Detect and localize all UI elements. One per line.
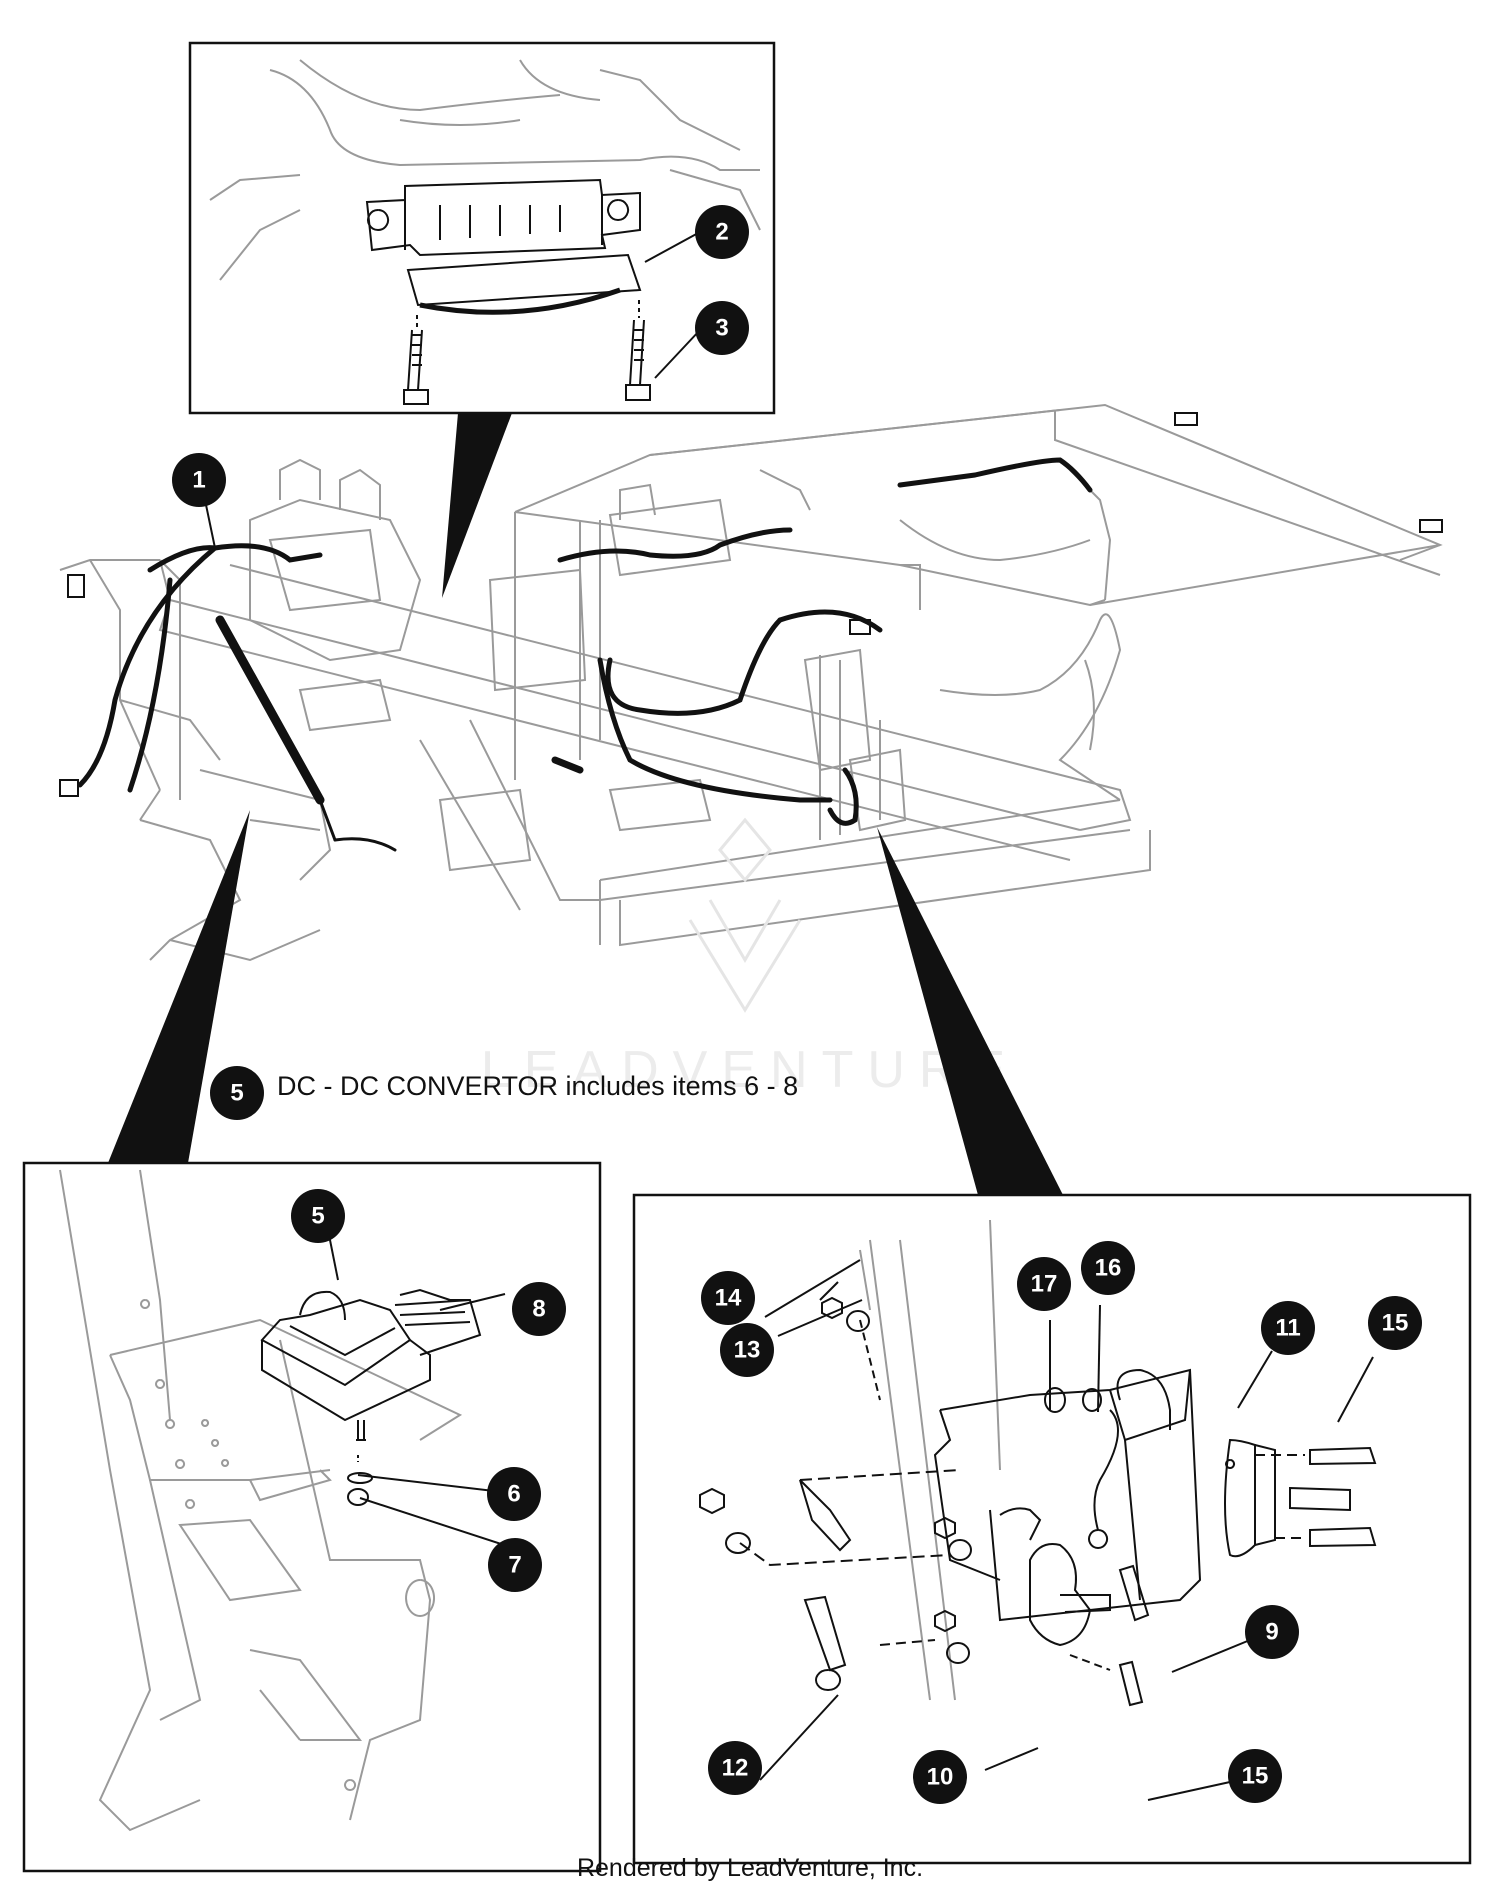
connector-left <box>67 574 85 598</box>
callout-1: 1 <box>192 467 205 494</box>
callout-5-note: 5 <box>230 1080 243 1107</box>
callout-10: 10 <box>927 1764 954 1791</box>
bottom-right-inset-art <box>859 1219 1001 1701</box>
callout-7: 7 <box>508 1552 521 1579</box>
callout-9: 9 <box>1265 1619 1278 1646</box>
callout-13-circle <box>720 1323 774 1377</box>
kit-note: DC - DC CONVERTOR includes items 6 - 8 <box>277 1071 799 1101</box>
callout-6: 6 <box>507 1481 520 1508</box>
callout-9-circle <box>1245 1605 1299 1659</box>
watermark-logo <box>688 817 802 1013</box>
callout-12-circle <box>708 1741 762 1795</box>
callout-17: 17 <box>1031 1271 1058 1298</box>
callout-15b-circle <box>1228 1749 1282 1803</box>
bottom-left-inset-art <box>59 1169 463 1832</box>
callout-3-circle <box>695 301 749 355</box>
callout-14: 14 <box>715 1285 742 1312</box>
top-inset-convertor <box>365 178 651 405</box>
callout-16: 16 <box>1095 1255 1122 1282</box>
top-inset-art <box>209 59 761 281</box>
callout-5-circle <box>291 1189 345 1243</box>
footer-credit: Rendered by LeadVenture, Inc. <box>576 1854 924 1882</box>
callout-8: 8 <box>532 1296 545 1323</box>
callout-7-circle <box>488 1538 542 1592</box>
connector-left-low <box>59 779 79 797</box>
inset-top <box>188 41 776 415</box>
connector-rear-top <box>1174 412 1198 426</box>
inset-pointers <box>108 413 1063 1195</box>
callout-15a-circle <box>1368 1296 1422 1350</box>
callout-11-circle <box>1261 1301 1315 1355</box>
callout-13: 13 <box>734 1337 761 1364</box>
connector-mid <box>849 619 871 635</box>
callout-5-note-circle <box>210 1066 264 1120</box>
callout-2-circle <box>695 205 749 259</box>
connector-rear-right <box>1419 519 1443 533</box>
callout-17-circle <box>1017 1257 1071 1311</box>
callout-2: 2 <box>715 219 728 246</box>
callout-14-circle <box>701 1271 755 1325</box>
callout-10-circle <box>913 1750 967 1804</box>
wiring-harness <box>77 457 1093 852</box>
callout-12: 12 <box>722 1755 749 1782</box>
callout-11: 11 <box>1275 1315 1300 1342</box>
callout-15b: 15 <box>1242 1763 1269 1790</box>
callout-5: 5 <box>311 1203 324 1230</box>
callout-15a: 15 <box>1382 1310 1409 1337</box>
chassis-frame <box>59 403 1443 962</box>
callout-1-circle <box>172 453 226 507</box>
callout-16-circle <box>1081 1241 1135 1295</box>
inset-bottom-left <box>22 1161 602 1873</box>
bottom-right-bracket <box>699 1296 1377 1707</box>
callout-8-circle <box>512 1282 566 1336</box>
callout-3: 3 <box>715 315 728 342</box>
callout-circles <box>172 205 1422 1804</box>
bottom-left-convertor <box>260 1288 482 1506</box>
callout-6-circle <box>487 1467 541 1521</box>
watermark: LEADVENTURE <box>480 1041 1020 1099</box>
